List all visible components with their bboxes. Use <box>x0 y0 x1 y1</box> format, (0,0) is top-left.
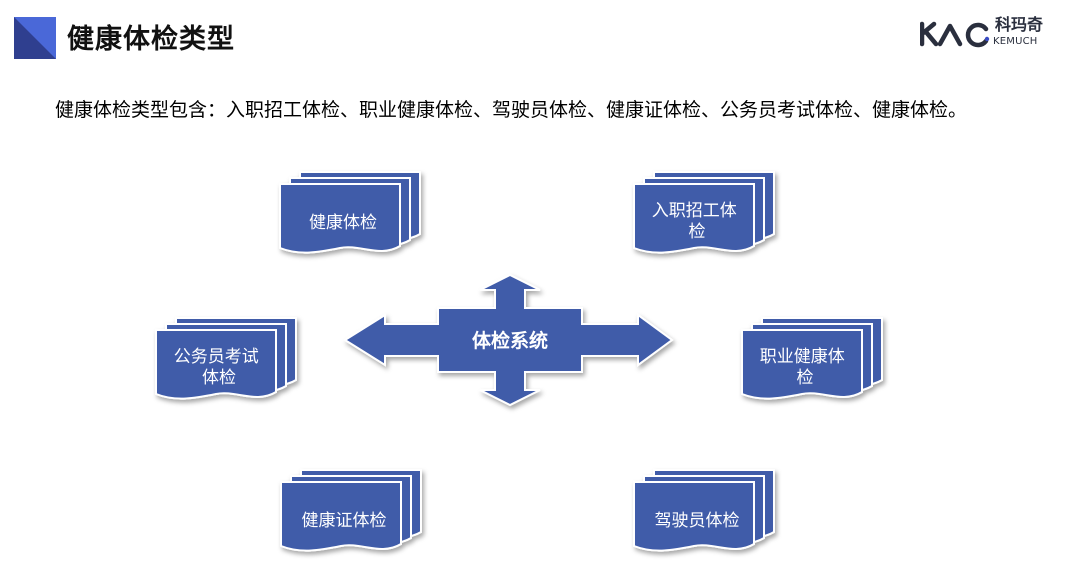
node-civil-exam-check-label-2: 体检 <box>202 368 236 388</box>
svg-text:公务员考试 体检: 公务员考试 体检 <box>174 347 264 388</box>
svg-text:健康证体检: 健康证体检 <box>302 511 387 531</box>
node-health-cert-check-label: 健康证体检 <box>302 511 387 531</box>
node-civil-exam-check-label-1: 公务员考试 <box>174 347 259 367</box>
logo-subtitle: KEMUCH <box>993 36 1038 47</box>
kemuch-logo <box>920 21 990 48</box>
svg-text:入职招工体 检: 入职招工体 检 <box>652 201 742 242</box>
node-occupational-check-label-2: 检 <box>797 368 814 388</box>
title-accent-icon <box>14 17 56 59</box>
svg-text:职业健康体 检: 职业健康体 检 <box>760 347 850 388</box>
node-recruit-check-label-1: 入职招工体 <box>652 201 737 221</box>
center-label: 体检系统 <box>472 329 548 352</box>
node-driver-check-label: 驾驶员体检 <box>655 511 740 531</box>
intro-text: 健康体检类型包含：入职招工体检、职业健康体检、驾驶员体检、健康证体检、公务员考试… <box>55 99 968 121</box>
logo-name: 科玛奇 <box>995 15 1044 34</box>
center-cross-arrow <box>343 273 674 407</box>
page-title: 健康体检类型 <box>67 24 235 55</box>
node-recruit-check-label-2: 检 <box>689 222 706 242</box>
node-occupational-check-label-1: 职业健康体 <box>760 347 845 367</box>
svg-text:健康体检: 健康体检 <box>309 213 377 233</box>
node-health-check-label: 健康体检 <box>309 213 377 233</box>
svg-text:驾驶员体检: 驾驶员体检 <box>655 511 740 531</box>
